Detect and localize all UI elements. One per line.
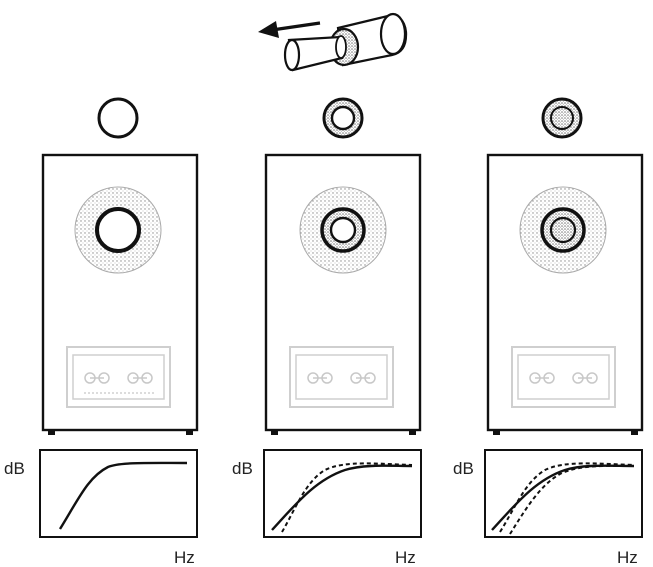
response-curve-dashed (499, 462, 635, 533)
response-curve-solid (271, 464, 413, 531)
woofer-icon (74, 186, 162, 274)
y-axis-label: dB (4, 459, 25, 478)
arrow-left-icon (258, 21, 321, 38)
open-ring-icon (97, 97, 139, 139)
x-axis-label: Hz (174, 548, 195, 567)
speaker-cabinet-plug (486, 153, 644, 435)
response-graph-open: dB Hz (4, 449, 198, 567)
response-curve-dashed (281, 462, 413, 533)
y-axis-label: dB (232, 459, 253, 478)
x-axis-label: Hz (395, 548, 416, 567)
response-graph-plug: dB Hz (453, 449, 643, 567)
foam-plug-disc-icon (541, 97, 583, 139)
speaker-cabinet-ring (264, 153, 422, 435)
response-graph-ring: dB Hz (232, 449, 422, 567)
response-curve-solid (58, 461, 188, 530)
speaker-cabinet-open (41, 153, 199, 435)
response-curve-dashed-2 (509, 464, 635, 535)
woofer-icon (299, 186, 387, 274)
terminal-plate-icon (289, 346, 394, 408)
y-axis-label: dB (453, 459, 474, 478)
foam-ring-icon (322, 97, 364, 139)
foam-plug-icon (283, 12, 408, 72)
terminal-plate-icon (511, 346, 616, 408)
response-curve-solid (491, 464, 635, 531)
terminal-plate-icon (66, 346, 171, 408)
x-axis-label: Hz (617, 548, 638, 567)
woofer-icon (519, 186, 607, 274)
